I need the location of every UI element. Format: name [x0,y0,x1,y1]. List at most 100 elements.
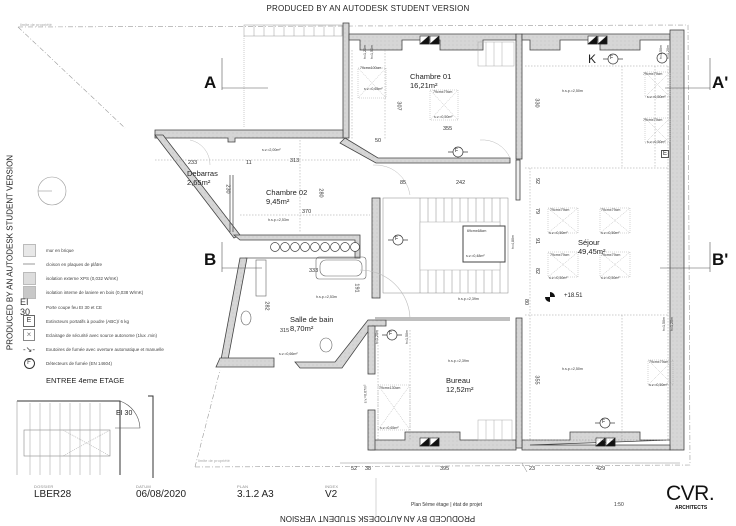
annotation-height: h=1,20m [666,44,671,60]
level-value: +18.51 [564,293,583,299]
annotation-hsp: h.s.p.=2,39m [458,297,479,301]
closet-hangers [270,242,360,252]
legend-item: isolation externe XPS (0,032 W/mK) [20,271,119,285]
plan-label: PLAN [237,484,249,489]
entrance-stair-plan [16,395,154,478]
annotation-window: 79cmx79cm [643,72,663,76]
legend-item: isolation interne de laniere en bois (0,… [20,285,143,299]
property-limit-label: limite de propriété [20,22,52,27]
dossier-label: DOSSIER [34,484,54,489]
extinguisher-icon: E [20,315,38,327]
room-area: 9,45m² [266,197,290,206]
annotation-sv: s.v.=0,67m² [363,384,368,404]
room-salle-de-bain: Salle de bain 8,70m² [290,315,333,333]
annotation-window: 79cmx100cm [360,66,382,70]
wood-insulation-swatch-icon [20,285,38,299]
dimension: 315 [280,328,290,334]
dimension-bottom: 429 [596,466,606,472]
index-value: V2 [325,489,338,500]
annotation-height: h=1,20m [363,44,368,60]
legend-label: isolation externe XPS (0,032 W/mK) [46,275,119,281]
smoke-detectors [382,52,668,429]
annotation-height: h=1,50m [659,44,664,60]
dimension: 233 [188,160,198,166]
plan-value: 3.1.2 A3 [237,489,274,500]
legend-label: Exutoires de fumée avec overture automat… [46,346,164,352]
room-name: Debarras [187,169,218,178]
room-area: 2,65m² [187,178,211,187]
annotation-sv: s.v.=0,50m² [549,231,568,235]
smoke-detector-label: F [395,236,399,242]
firm-logo-subtitle: ARCHITECTS [675,505,708,511]
room-name: Salle de bain [290,315,334,324]
brick-wall-swatch-icon [20,243,38,257]
room-name: Séjour [578,238,600,247]
smoke-detector-icon: F [20,357,38,369]
room-name: Chambre 02 [266,188,308,197]
property-limit-line [17,24,691,468]
legend-label: Eclairage de sécurité avec source autono… [46,332,158,338]
entrance-title: ENTREE 4eme ETAGE [46,376,125,385]
annotation-sv: s.v.=0,50m² [647,95,666,99]
smoke-vent-icon: -↘- [22,344,36,354]
annotation-height: h=1,50m [405,329,410,345]
legend-label: Extincteurs portatifs à poudre (ABC)/ 6 … [46,318,130,324]
annotation-sv: s.v.=0,50m² [647,140,666,144]
smoke-detector-label: F [455,148,459,154]
dossier-value: LBER28 [34,489,72,500]
xps-insulation-swatch-icon [20,271,38,285]
annotation-sv: s.v.=0,65m² [364,87,383,91]
datum-value: 06/08/2020 [136,489,187,500]
annotation-window: 79cmx79cm [601,208,621,212]
annotation-hsp: h.s.p.=2,50m [562,89,583,93]
annotation-window: 79cmx130cm [379,386,401,390]
annotation-height: h=1,50m [370,44,375,60]
skylights [419,35,616,447]
annotation-window: 79cmx79cm [550,208,570,212]
section-lines [221,58,711,272]
section-a-prime-marker: A' [712,73,729,92]
extinguisher-icon: E [661,150,670,158]
annotation-window: 79cmx79cm [649,360,669,364]
smoke-detector-label: F [389,331,393,337]
dimension: 313 [290,158,300,164]
dimension-bottom: 395 [440,466,450,472]
dimension: 11 [246,160,252,166]
dimension: 82 [534,267,541,275]
legend-item: E Extincteurs portatifs à poudre (ABC)/ … [20,315,129,327]
dimension: 370 [302,209,312,215]
small-stairs [477,41,515,441]
annotation-sv: s.v.=0,50m² [601,231,620,235]
watermark-top: PRODUCED BY AN AUTODESK STUDENT VERSION [266,4,470,13]
staircase [382,197,509,294]
annotation-window: 79cmx79cm [643,118,663,122]
smoke-detector-label: F [610,55,614,61]
extinguisher-symbol: E [23,315,35,327]
room-area: 8,70m² [290,324,314,333]
annotation-sv: s.v.=0,50m² [434,115,453,119]
legend-item: F Détecteurs de fumée (EN 14604) [20,357,112,369]
index-label: INDEX [325,484,339,489]
room-area: 12,52m² [446,385,474,394]
datum-label: DATUM [136,484,151,489]
door-swings [189,139,511,196]
room-chambre-02: Chambre 02 9,45m² [266,188,307,206]
legend-label: Détecteurs de fumée (EN 14604) [46,360,113,366]
annotation-sv: s.v.=2,00m² [262,148,281,152]
roof-windows [357,67,674,431]
exterior-walls [154,22,685,451]
dimension: 191 [353,283,360,293]
dimension: 79 [534,207,541,215]
section-a-marker: A [204,73,217,92]
annotation-sv: s.v.=0,50m² [649,383,668,387]
annotation-sv: s.v.=0,66m² [279,352,298,356]
dimension: 355 [443,126,453,132]
room-sejour: Séjour 49,45m² [578,238,606,256]
plan-scale: 1:50 [614,502,624,508]
dimension-bottom: 23 [529,466,536,472]
room-name: Chambre 01 [410,72,452,81]
annotation-hsp: h.s.p.=2,53m [268,218,289,222]
partitions [229,175,510,321]
section-k-marker: K [588,52,597,66]
